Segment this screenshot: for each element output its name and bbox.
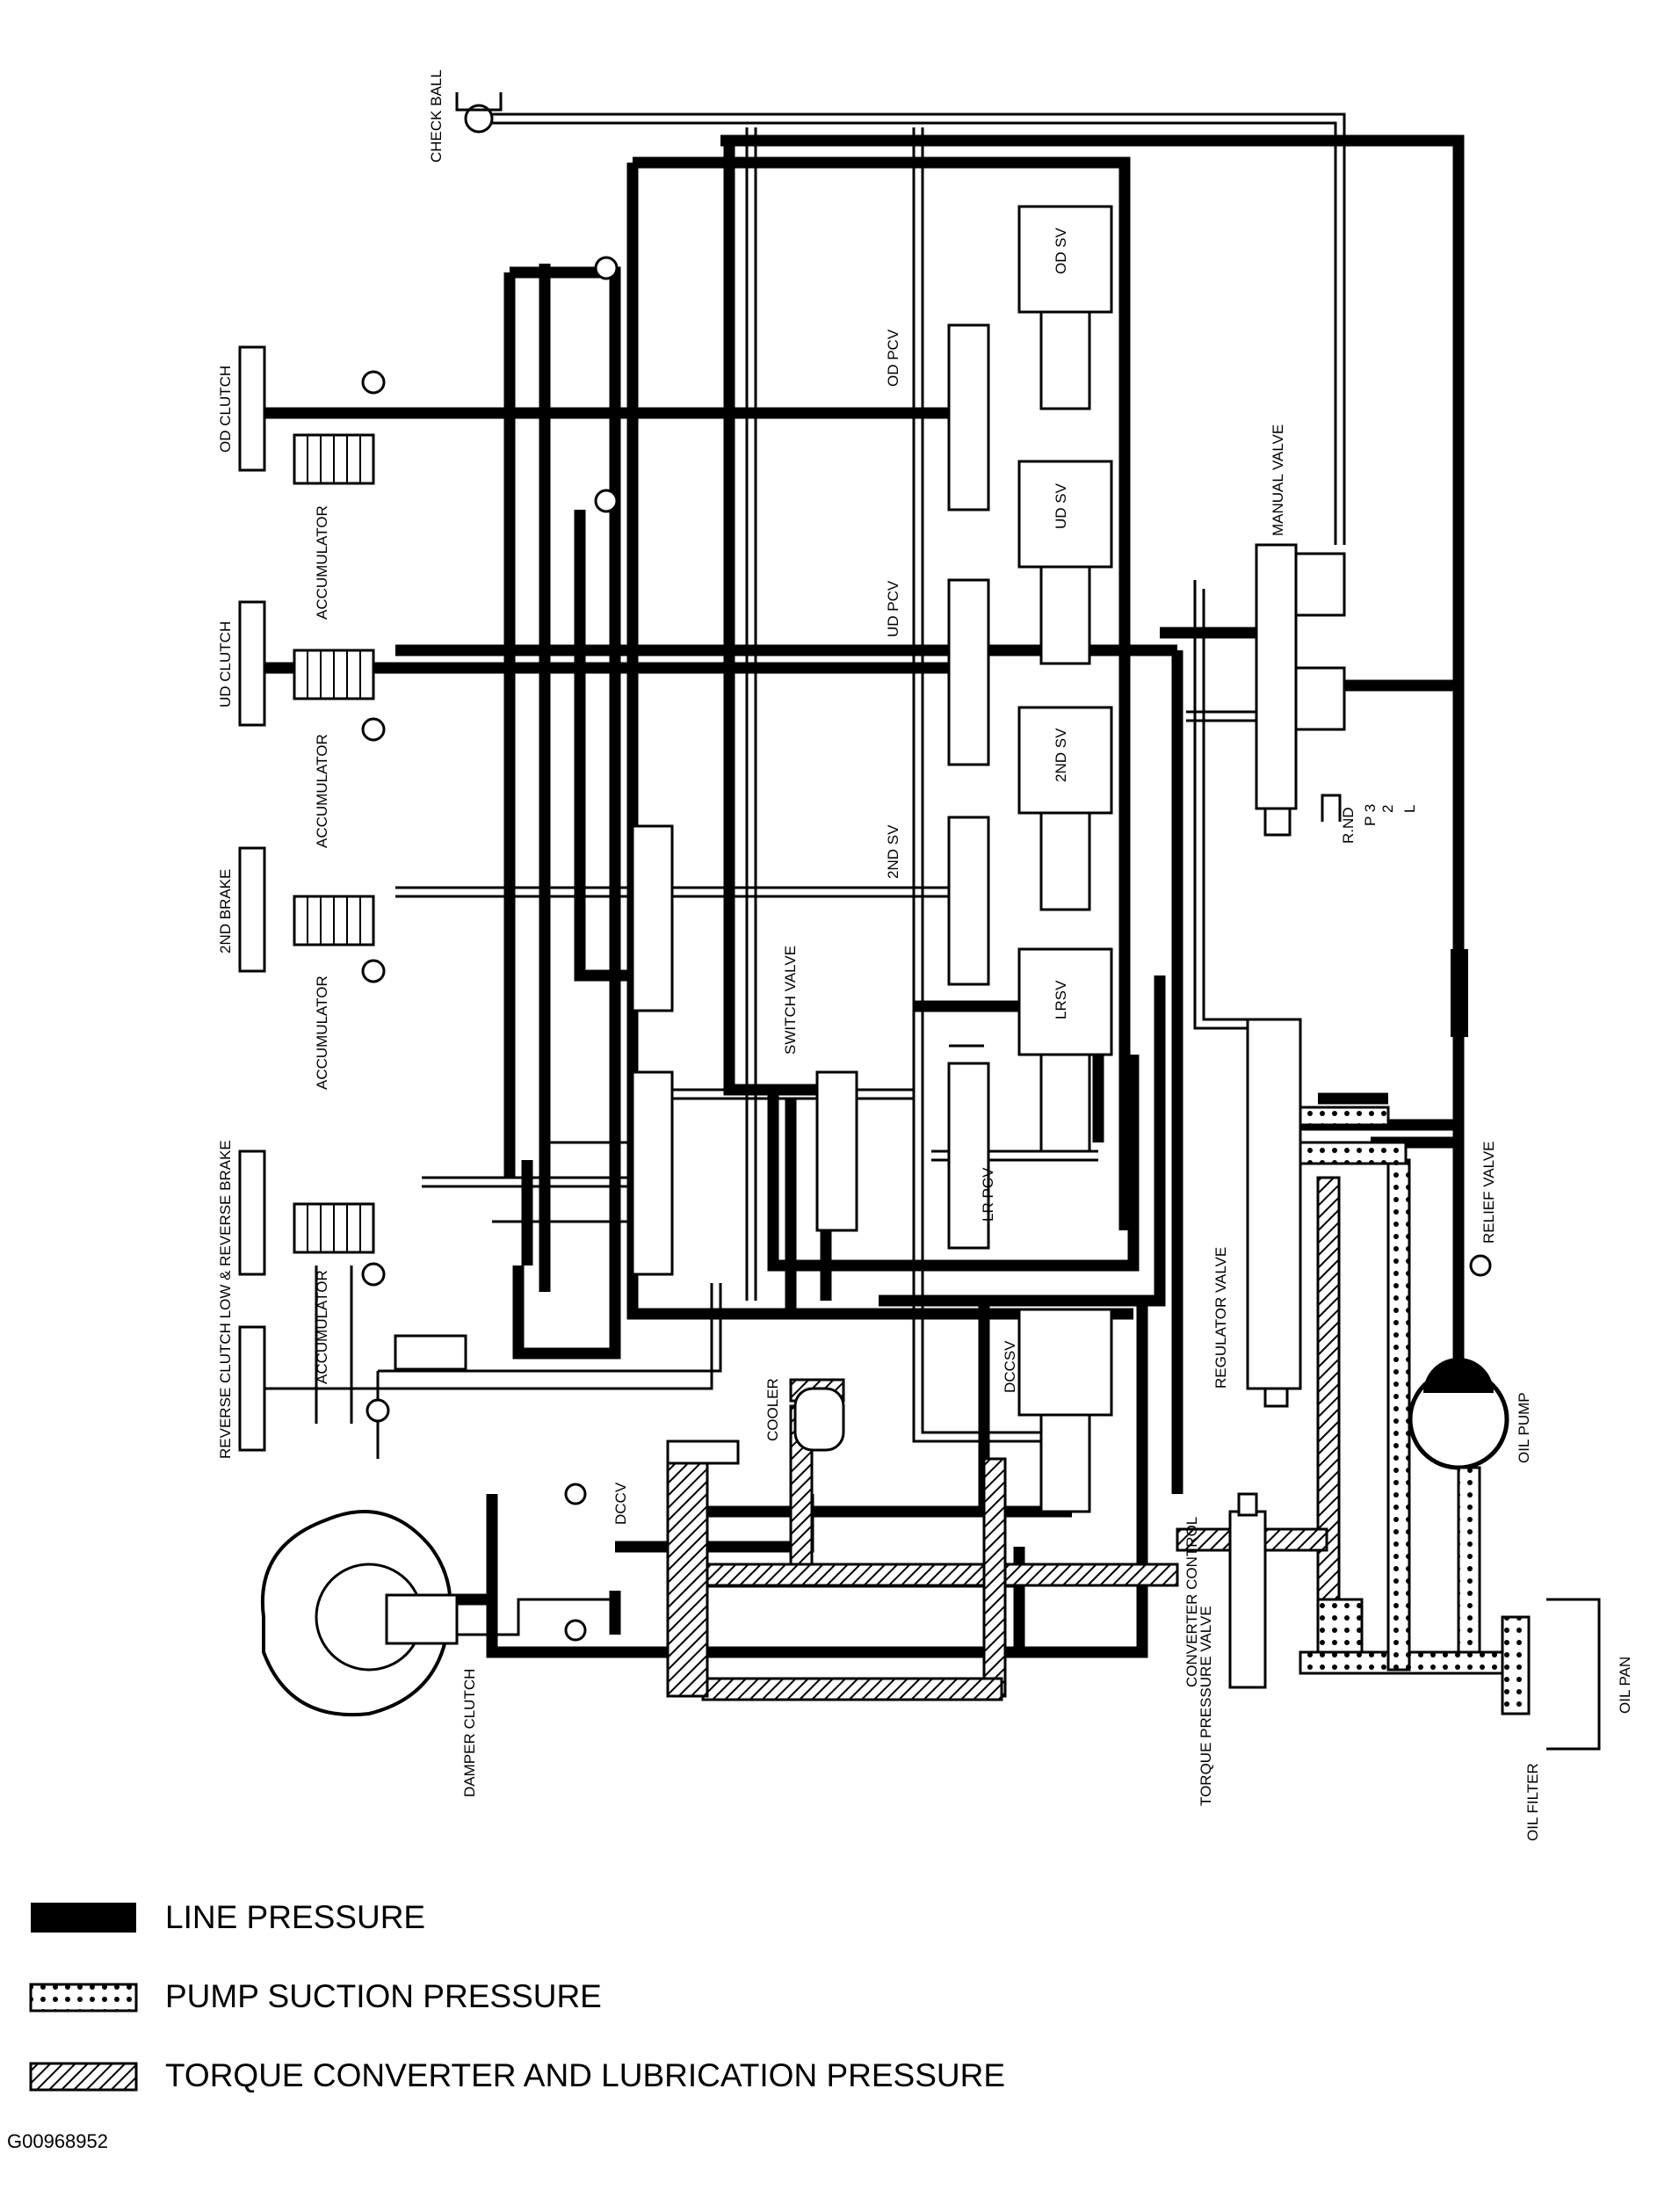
cooler-body <box>793 1387 845 1452</box>
label-dccv: DCCV <box>612 1482 629 1525</box>
converter-control-valve <box>1228 1492 1267 1689</box>
label-manual-valve: MANUAL VALVE <box>1270 424 1286 536</box>
label-gear-l: L <box>1401 805 1418 813</box>
legend-swatch-torque-converter <box>29 2062 138 2092</box>
second-brake-block <box>238 846 266 973</box>
figure-id: G00968952 <box>7 2130 108 2152</box>
label-2nd-sv: 2ND SV <box>1053 728 1069 782</box>
label-gear-rnd: R.ND <box>1340 807 1357 844</box>
reverse-clutch-block <box>238 1325 266 1452</box>
regulator-valve-assembly <box>1246 1018 1492 1408</box>
ud-sv-body <box>1017 460 1113 569</box>
label-2nd-sv-b: 2ND SV <box>885 824 901 879</box>
label-converter-control: CONVERTER CONTROL <box>1183 1517 1200 1687</box>
label-gear-2: 2 <box>1379 805 1396 813</box>
label-gear-p3: P 3 <box>1362 804 1379 826</box>
accumulator-ud <box>293 649 386 742</box>
label-reverse-brake: REVERSE CLUTCH LOW & REVERSE BRAKE <box>217 1140 234 1459</box>
label-damper-clutch: DAMPER CLUTCH <box>461 1669 478 1797</box>
dccv-assembly <box>564 1387 845 1698</box>
label-2nd-brake: 2ND BRAKE <box>217 869 234 954</box>
od-sv-body <box>1017 205 1113 314</box>
od-clutch-block <box>238 345 266 472</box>
legend-swatch-pump-suction <box>29 1983 138 2013</box>
relief-valve-ball <box>1469 1254 1492 1277</box>
label-check-ball: CHECK BALL <box>428 69 445 163</box>
signal-lines <box>264 112 1346 1459</box>
label-lr-pcv: LR PCV <box>980 1167 996 1222</box>
legend-label-torque-converter: TORQUE CONVERTER AND LUBRICATION PRESSUR… <box>165 2057 1005 2093</box>
2nd-sv-body <box>1017 706 1113 815</box>
solenoid-valves <box>1017 205 1113 1513</box>
ud-clutch-block <box>238 600 266 727</box>
label-oil-pump: OIL PUMP <box>1516 1392 1532 1463</box>
legend-label-pump-suction: PUMP SUCTION PRESSURE <box>165 1978 602 2014</box>
reverse-clutch-check <box>394 1334 467 1371</box>
reverse-clutch-ball <box>366 1398 390 1423</box>
component-labels: CHECK BALL OD CLUTCH UD CLUTCH 2ND BRAKE… <box>217 69 1633 1841</box>
line-pressure-circuit <box>264 134 1468 1658</box>
label-accumulator-3: ACCUMULATOR <box>314 975 330 1090</box>
accumulators <box>293 370 467 1423</box>
label-dccsv: DCCSV <box>1002 1340 1018 1393</box>
legend-swatch-line-pressure <box>31 1903 136 1933</box>
label-accumulator-2: ACCUMULATOR <box>314 734 330 848</box>
label-oil-pan: OIL PAN <box>1617 1657 1633 1714</box>
label-od-clutch: OD CLUTCH <box>217 366 234 453</box>
reverse-brake-block <box>238 1150 266 1276</box>
label-accumulator-1: ACCUMULATOR <box>314 505 330 620</box>
label-ud-pcv: UD PCV <box>885 580 901 637</box>
label-ud-clutch: UD CLUTCH <box>217 621 234 707</box>
label-lrsv: LRSV <box>1053 980 1069 1019</box>
label-ud-sv: UD SV <box>1053 482 1069 529</box>
oil-pump-assembly <box>1408 1358 1509 1470</box>
legend: LINE PRESSURE PUMP SUCTION PRESSURE TORQ… <box>29 1899 1005 2093</box>
accumulator-od <box>293 370 386 485</box>
manual-valve-assembly <box>1255 543 1346 837</box>
label-accumulator-4: ACCUMULATOR <box>314 1270 330 1384</box>
accumulator-2nd <box>293 895 386 983</box>
label-relief-valve: RELIEF VALVE <box>1480 1141 1497 1244</box>
torque-converter <box>260 1510 615 1717</box>
check-ball-assembly <box>455 92 619 513</box>
label-fail-safe-valve-b: FAIL SAFE VALVE B <box>571 732 588 870</box>
label-regulator-valve: REGULATOR VALVE <box>1212 1247 1229 1389</box>
legend-label-line-pressure: LINE PRESSURE <box>165 1899 425 1935</box>
label-od-sv: OD SV <box>1053 227 1069 274</box>
dccsv-body <box>1017 1308 1113 1417</box>
pressure-control-valves <box>631 323 990 1276</box>
clutch-blocks <box>238 345 266 1452</box>
label-torque-pressure-valve: TORQUE PRESSURE VALVE <box>1198 1606 1214 1806</box>
label-cooler: COOLER <box>764 1378 781 1441</box>
label-switch-valve: SWITCH VALVE <box>782 946 799 1055</box>
label-od-pcv: OD PCV <box>885 329 901 387</box>
label-oil-filter: OIL FILTER <box>1524 1763 1541 1841</box>
accumulator-rev <box>293 1202 386 1287</box>
